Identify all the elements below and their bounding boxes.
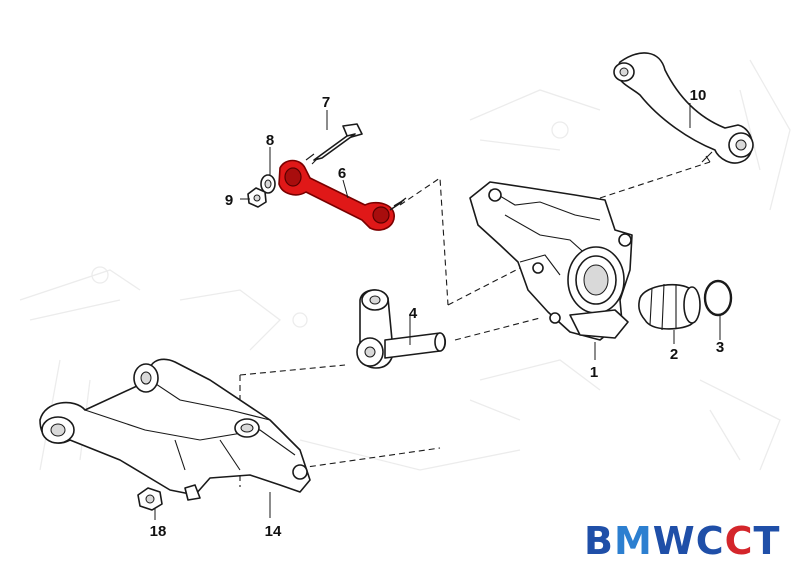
washer-8 <box>260 174 276 194</box>
bolt-7 <box>305 123 363 165</box>
wheel-bearing-boot <box>638 283 701 331</box>
callout-6: 6 <box>338 165 346 182</box>
hex-nut-18 <box>137 487 163 511</box>
callout-14: 14 <box>265 523 282 540</box>
logo-letter-4: C <box>724 519 754 563</box>
bushing-pin <box>356 289 447 369</box>
callout-2: 2 <box>670 346 678 363</box>
callout-labels: 1 2 3 4 6 7 8 9 10 14 18 <box>150 87 725 540</box>
callout-4: 4 <box>409 305 418 322</box>
background-ghost-drawing <box>19 59 791 471</box>
upper-control-arm <box>613 52 754 164</box>
logo-letter-1: M <box>613 519 653 563</box>
callout-18: 18 <box>150 523 167 540</box>
logo-letter-3: C <box>695 519 725 563</box>
callout-8: 8 <box>266 132 274 149</box>
callout-9: 9 <box>225 192 233 209</box>
highlighted-link-rod <box>278 159 407 231</box>
wheel-carrier <box>469 181 633 341</box>
hex-nut-9 <box>247 187 267 208</box>
logo-letter-2: W <box>652 519 696 563</box>
lower-control-arm <box>39 358 311 501</box>
callout-leader-ticks <box>154 103 721 520</box>
callout-3: 3 <box>716 339 724 356</box>
callout-1: 1 <box>590 364 598 381</box>
snap-ring <box>703 279 733 317</box>
bmwcct-logo: BMWCCT <box>584 520 794 562</box>
callout-10: 10 <box>690 87 707 104</box>
logo-letter-5: T <box>753 519 781 563</box>
callout-7: 7 <box>322 94 330 111</box>
logo-letter-0: B <box>584 519 614 563</box>
